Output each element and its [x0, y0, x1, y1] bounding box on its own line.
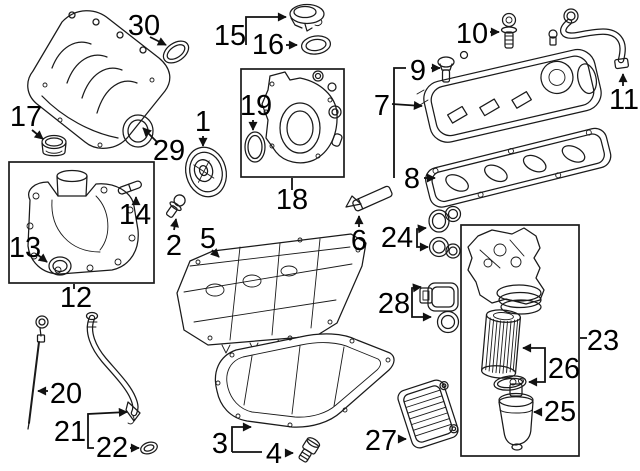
bolt-9-drawing [437, 56, 455, 83]
callout-7[interactable]: 7 [374, 90, 390, 122]
dipstick-tube-drawing [85, 311, 141, 425]
leader-lines [31, 12, 628, 458]
timing-cover-drawing [244, 70, 343, 164]
front-cover-seal-drawing [48, 256, 72, 276]
tube-o-ring-drawing [140, 441, 158, 455]
intake-collar-seal-drawing [41, 134, 67, 157]
leader-21-bracket [87, 407, 128, 449]
timing-cover-box [240, 68, 345, 178]
leader-29 [142, 127, 158, 143]
callout-30[interactable]: 30 [128, 10, 160, 42]
callout-labels: 1 2 3 4 5 6 7 8 9 10 11 12 13 14 15 16 1… [9, 10, 639, 470]
callout-5[interactable]: 5 [200, 223, 216, 255]
drain-plug-drawing [298, 437, 321, 463]
front-cover-drawing [26, 169, 142, 276]
callout-3[interactable]: 3 [212, 428, 228, 460]
callout-11[interactable]: 11 [609, 84, 639, 116]
leader-15 [245, 12, 287, 45]
valve-cover-gasket-drawing [425, 127, 612, 208]
leader-26 [522, 343, 546, 387]
callout-12[interactable]: 12 [60, 282, 92, 314]
oil-cooler-drawing [397, 379, 459, 449]
stud-bolt-drawing [500, 12, 518, 49]
dowel-pin-drawing [117, 180, 142, 195]
filler-cap-seal-drawing [300, 35, 332, 55]
callout-23[interactable]: 23 [587, 325, 619, 357]
callout-22[interactable]: 22 [96, 432, 128, 464]
callout-18[interactable]: 18 [276, 184, 308, 216]
intake-manifold-drawing [27, 10, 171, 149]
callout-9[interactable]: 9 [410, 55, 426, 87]
callout-25[interactable]: 25 [544, 396, 576, 428]
callout-13[interactable]: 13 [9, 232, 41, 264]
sealant-tube-drawing [345, 185, 393, 212]
callout-28[interactable]: 28 [378, 288, 410, 320]
callout-2[interactable]: 2 [166, 230, 182, 262]
callout-16[interactable]: 16 [252, 29, 284, 61]
callout-8[interactable]: 8 [404, 163, 420, 195]
front-cover-box [8, 161, 155, 284]
crankshaft-pulley-drawing [185, 146, 227, 198]
dipstick-drawing [27, 315, 49, 430]
callout-21[interactable]: 21 [54, 416, 86, 448]
callout-19[interactable]: 19 [240, 90, 272, 122]
cooler-gasket-set-drawing [419, 282, 460, 334]
callout-15[interactable]: 15 [214, 20, 246, 52]
callout-17[interactable]: 17 [10, 101, 42, 133]
breather-hose-drawing [560, 8, 629, 70]
leader-3 [231, 422, 252, 452]
callout-14[interactable]: 14 [119, 199, 151, 231]
leader-28 [411, 283, 432, 322]
callout-20[interactable]: 20 [50, 378, 82, 410]
leader-7-bracket [393, 67, 406, 178]
leader-13 [37, 253, 48, 263]
upper-oil-pan-drawing [176, 233, 367, 354]
callout-26[interactable]: 26 [548, 353, 580, 385]
manifold-gasket-drawing [162, 40, 190, 64]
valve-cover-drawing [416, 29, 602, 143]
callout-27[interactable]: 27 [365, 425, 397, 457]
oil-filler-cap-drawing [289, 3, 325, 32]
leader-5 [210, 248, 220, 258]
oil-filter-housing-drawing [467, 227, 545, 315]
leader-24 [416, 224, 429, 252]
callout-24[interactable]: 24 [381, 222, 413, 254]
lower-oil-pan-drawing [214, 333, 395, 428]
leader-2 [170, 218, 179, 231]
timing-cover-o-ring-drawing [244, 131, 266, 163]
callout-29[interactable]: 29 [153, 135, 185, 167]
callout-1[interactable]: 1 [195, 106, 211, 138]
leader-30 [149, 36, 167, 46]
leader-7 [391, 100, 423, 110]
bolt-2-drawing [165, 194, 186, 218]
oil-filter-housing-box [460, 224, 580, 457]
callout-10[interactable]: 10 [456, 18, 488, 50]
callout-4[interactable]: 4 [266, 438, 282, 470]
oil-filter-cap-drawing [498, 378, 534, 451]
leader-17 [31, 129, 44, 140]
housing-gasket-set-drawing [428, 205, 462, 259]
callout-6[interactable]: 6 [351, 225, 367, 257]
